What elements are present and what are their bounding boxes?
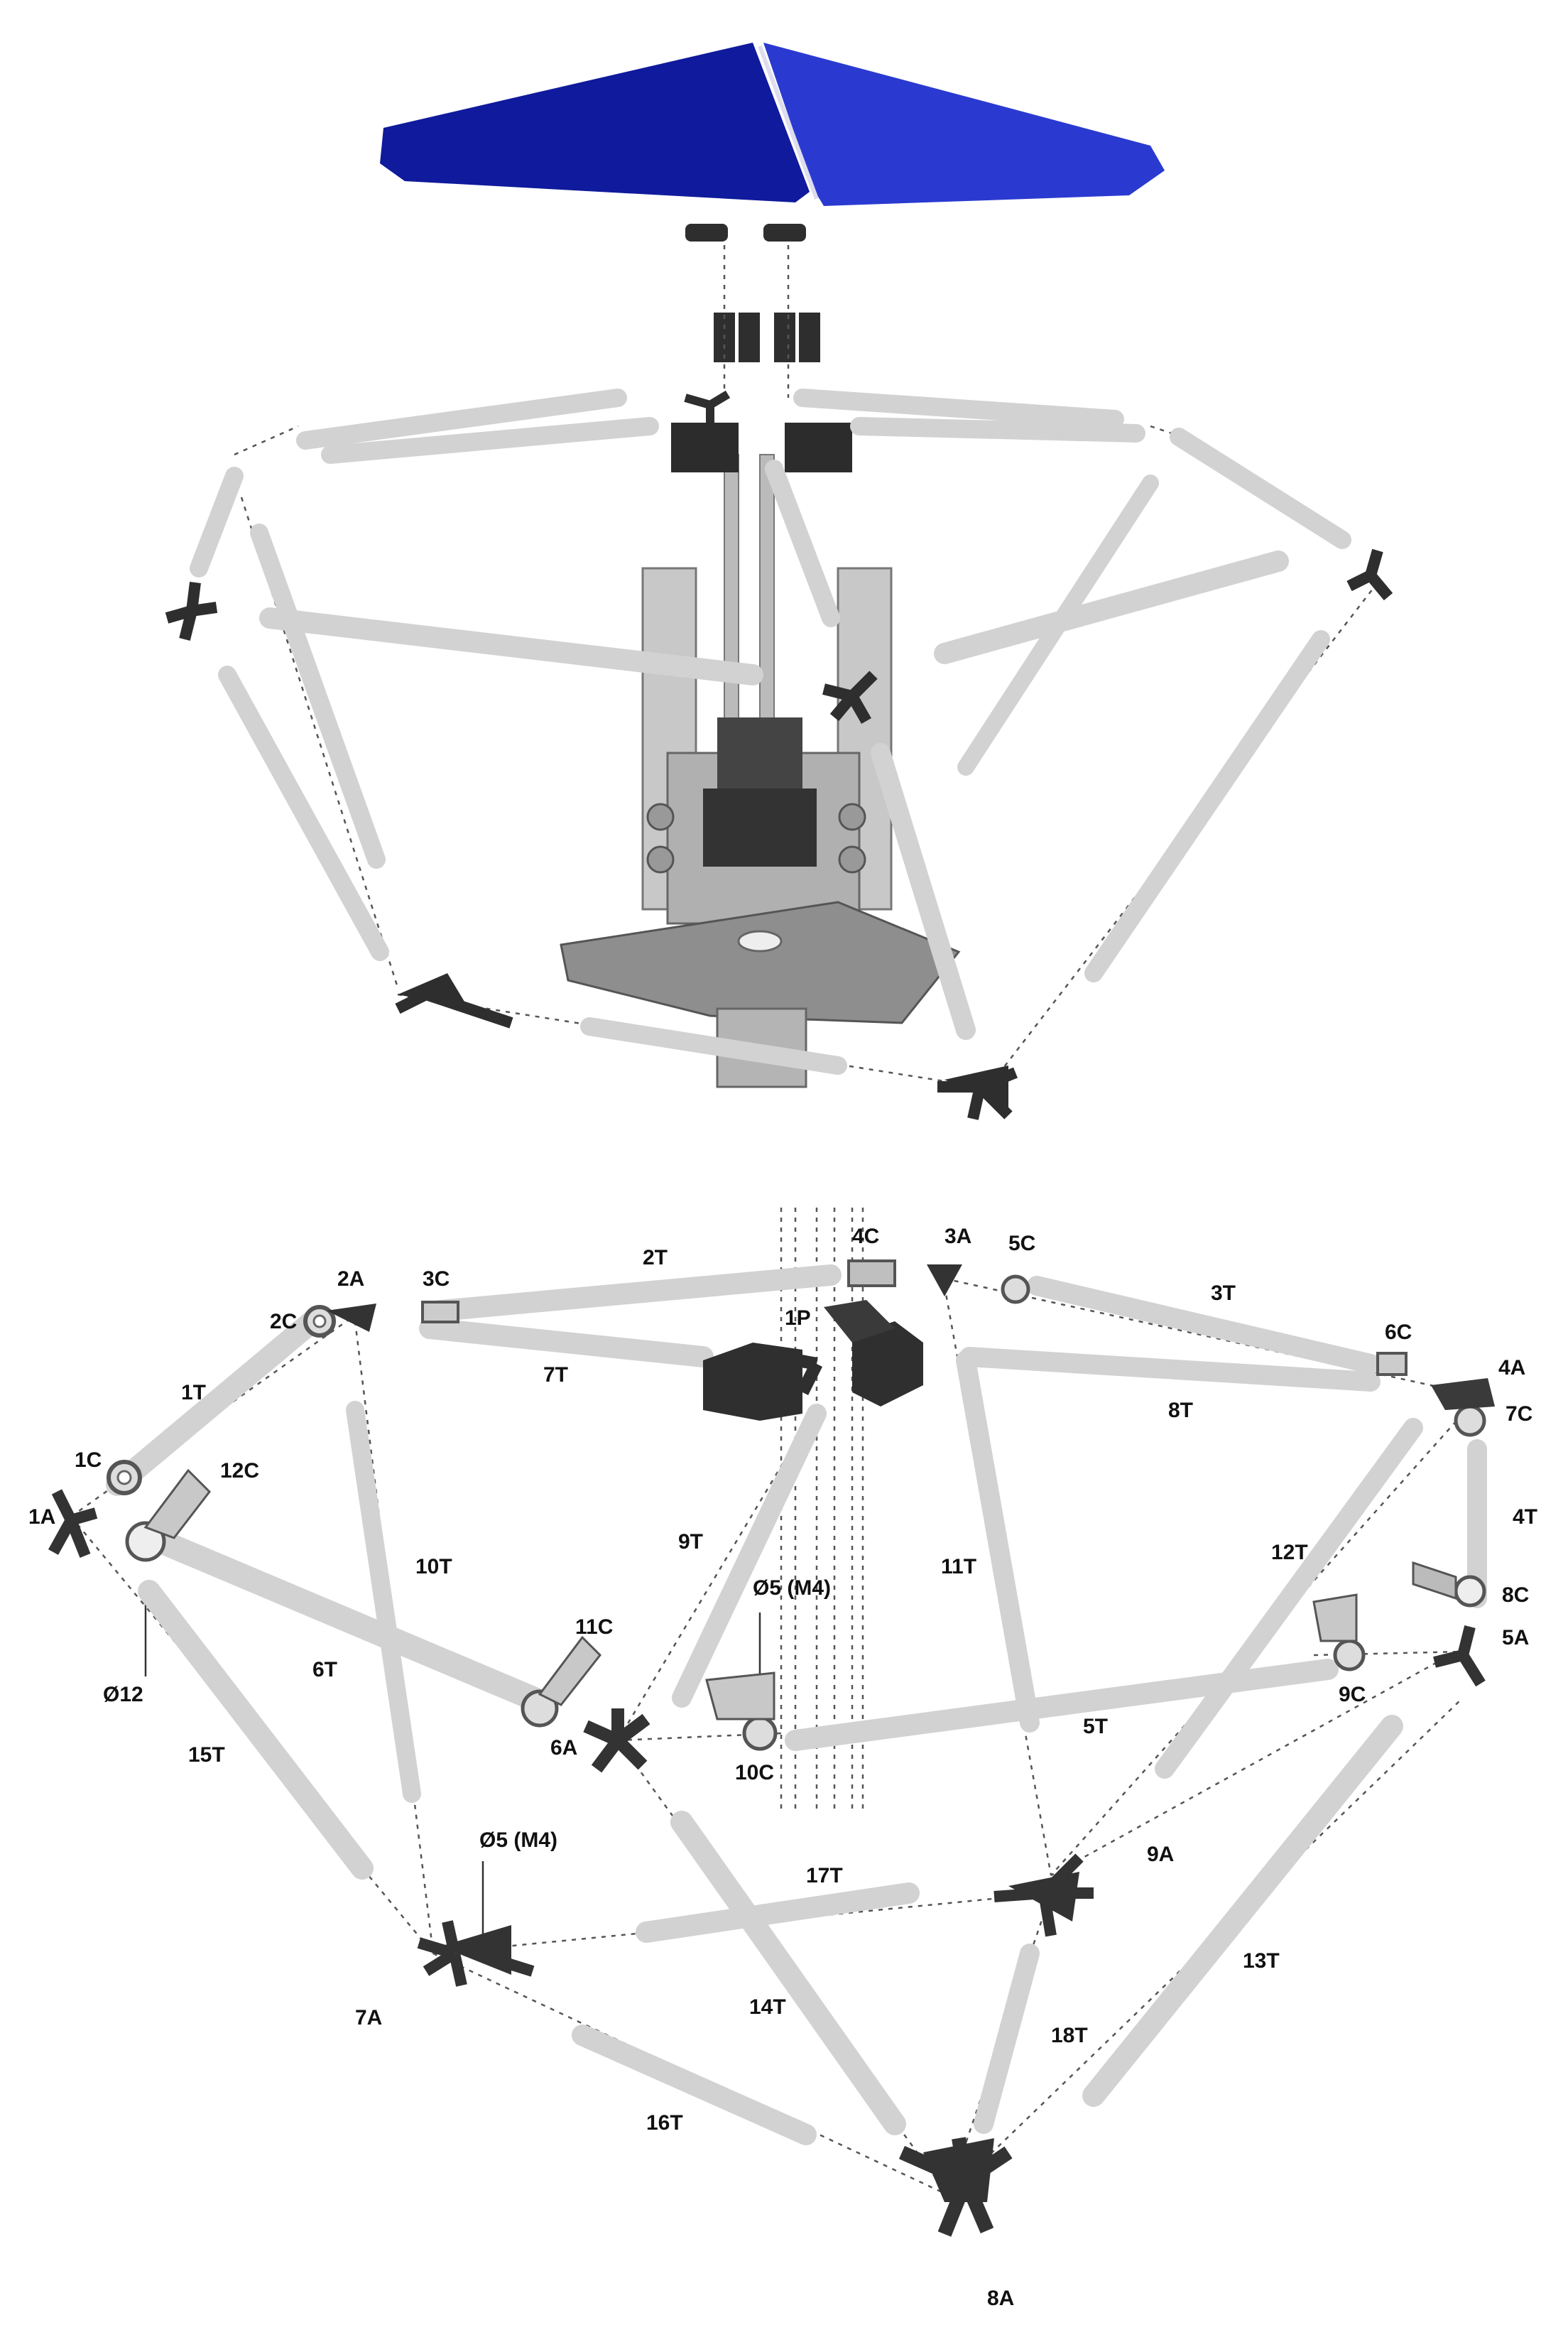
label-8T: 8T xyxy=(1168,1399,1193,1422)
label-18T: 18T xyxy=(1051,2024,1088,2047)
label-14T: 14T xyxy=(749,1995,786,2019)
part-labels: 1T 2T 3T 4T 5T 6T 7T 8T 9T 10T 11T 12T 1… xyxy=(28,1225,1537,2310)
label-1T: 1T xyxy=(181,1381,206,1404)
label-hole-bottom: Ø5 (M4) xyxy=(479,1828,557,1852)
label-9A: 9A xyxy=(1147,1843,1174,1866)
label-1C: 1C xyxy=(75,1448,102,1472)
lower-tubes xyxy=(106,1264,1487,2145)
center-guides xyxy=(780,1208,864,1811)
label-5T: 5T xyxy=(1083,1715,1108,1738)
top-clamps xyxy=(685,224,820,362)
label-7C: 7C xyxy=(1506,1402,1532,1426)
upper-tubes xyxy=(190,389,1351,1075)
label-6C: 6C xyxy=(1385,1321,1412,1344)
label-13T: 13T xyxy=(1243,1949,1280,1973)
upper-assembly xyxy=(165,43,1393,1120)
canopy xyxy=(380,43,1165,206)
angle-connectors xyxy=(48,1264,1495,2237)
label-9C: 9C xyxy=(1339,1683,1366,1706)
label-17T: 17T xyxy=(806,1864,843,1887)
label-diameter-12: Ø12 xyxy=(103,1683,143,1706)
label-3A: 3A xyxy=(944,1225,971,1248)
label-2A: 2A xyxy=(337,1267,364,1291)
central-column xyxy=(560,423,961,1088)
label-1A: 1A xyxy=(28,1505,55,1529)
lower-assembly: 1T 2T 3T 4T 5T 6T 7T 8T 9T 10T 11T 12T 1… xyxy=(28,1208,1537,2310)
upper-connectors xyxy=(165,390,1393,1120)
dimension-leaders xyxy=(144,1591,761,1950)
label-10T: 10T xyxy=(415,1555,452,1578)
label-2T: 2T xyxy=(643,1246,668,1269)
label-16T: 16T xyxy=(646,2111,683,2135)
clamps xyxy=(107,1259,1486,1751)
label-11T: 11T xyxy=(941,1555,976,1578)
label-6T: 6T xyxy=(312,1658,337,1681)
label-1P: 1P xyxy=(785,1306,811,1330)
label-15T: 15T xyxy=(188,1743,225,1767)
label-4C: 4C xyxy=(852,1225,879,1248)
label-8A: 8A xyxy=(987,2287,1014,2310)
label-4A: 4A xyxy=(1498,1356,1525,1380)
label-6A: 6A xyxy=(550,1736,577,1760)
label-11C: 11C xyxy=(575,1615,613,1639)
label-9T: 9T xyxy=(678,1530,703,1554)
label-4T: 4T xyxy=(1513,1505,1537,1529)
label-3T: 3T xyxy=(1211,1281,1236,1305)
hub-1p xyxy=(703,1300,923,1421)
label-12T: 12T xyxy=(1271,1541,1308,1564)
label-hole-top: Ø5 (M4) xyxy=(753,1576,831,1600)
label-5C: 5C xyxy=(1008,1232,1035,1255)
label-2C: 2C xyxy=(270,1310,297,1333)
label-8C: 8C xyxy=(1502,1583,1529,1607)
label-7T: 7T xyxy=(543,1363,568,1387)
label-10C: 10C xyxy=(735,1761,774,1784)
label-7A: 7A xyxy=(355,2006,382,2029)
label-3C: 3C xyxy=(423,1267,450,1291)
label-5A: 5A xyxy=(1502,1626,1529,1649)
label-12C: 12C xyxy=(220,1459,259,1483)
